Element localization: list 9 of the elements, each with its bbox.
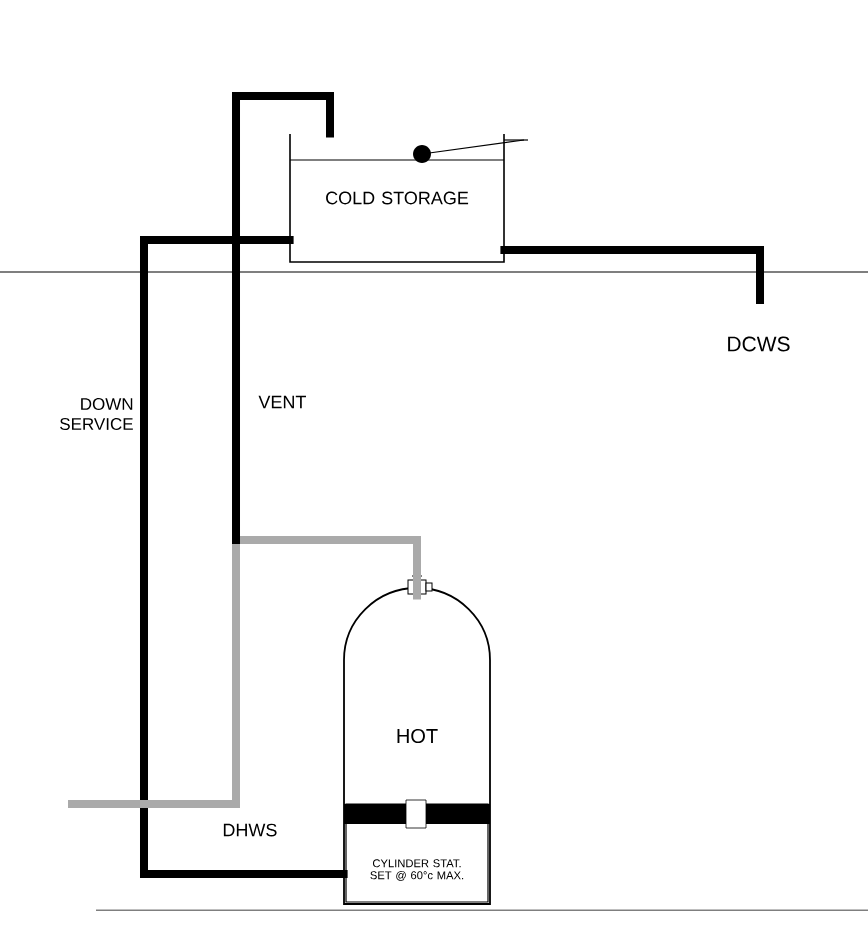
cold-storage-tank: COLD STORAGE xyxy=(289,133,505,263)
pipe-label: DHWS xyxy=(223,823,277,837)
pipe xyxy=(232,92,334,544)
pipe-label: DCWS xyxy=(728,336,790,352)
pipe xyxy=(68,536,421,808)
pipe-label: DOWN SERVICE xyxy=(60,398,133,430)
pipe-label: VENT xyxy=(258,395,306,409)
pipe xyxy=(140,236,348,878)
pipe xyxy=(500,246,764,304)
